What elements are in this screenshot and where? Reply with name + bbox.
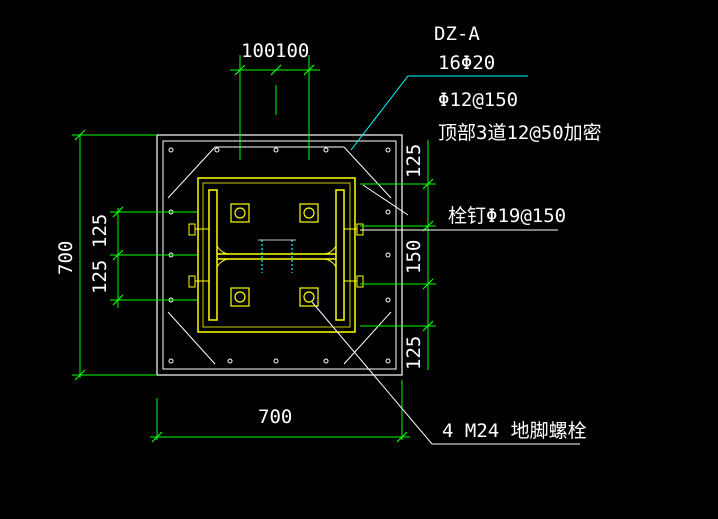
steel-base-plate-inner xyxy=(202,182,351,328)
dimension-ticks xyxy=(74,64,434,443)
dim-right-mid: 150 xyxy=(403,240,425,274)
stirrup-leader xyxy=(362,184,409,216)
dim-top-left: 100 xyxy=(241,40,275,62)
stud-label: 栓钉Φ19@150 xyxy=(448,205,566,227)
bolt-leader xyxy=(311,301,580,445)
column-leader xyxy=(350,75,528,151)
anchor-bolt-label: 4 M24 地脚螺栓 xyxy=(442,420,587,442)
rebar-dots xyxy=(168,147,391,364)
stirrup-lines xyxy=(167,146,392,365)
main-rebar-label: 16Φ20 xyxy=(438,52,495,74)
anchor-bolts xyxy=(230,203,319,307)
dim-right-bottom: 125 xyxy=(403,336,425,370)
stirrup-top-label: 顶部3道12@50加密 xyxy=(438,122,602,144)
dim-left-height: 700 xyxy=(55,241,77,275)
dim-left-top: 125 xyxy=(89,214,111,248)
web-studs xyxy=(261,240,293,273)
stirrup-label: Φ12@150 xyxy=(438,89,518,111)
stud-connectors xyxy=(188,223,364,288)
dim-left-bottom: 125 xyxy=(89,260,111,294)
dim-bottom-width: 700 xyxy=(258,406,292,428)
steel-base-plate xyxy=(197,177,356,333)
dim-top-right: 100 xyxy=(275,40,309,62)
dimension-lines xyxy=(72,55,436,440)
h-steel-right-flange xyxy=(335,189,345,321)
h-steel-fillet xyxy=(216,245,337,268)
dim-right-top: 125 xyxy=(403,144,425,178)
column-name-label: DZ-A xyxy=(434,23,480,45)
h-steel-left-flange xyxy=(208,189,218,321)
